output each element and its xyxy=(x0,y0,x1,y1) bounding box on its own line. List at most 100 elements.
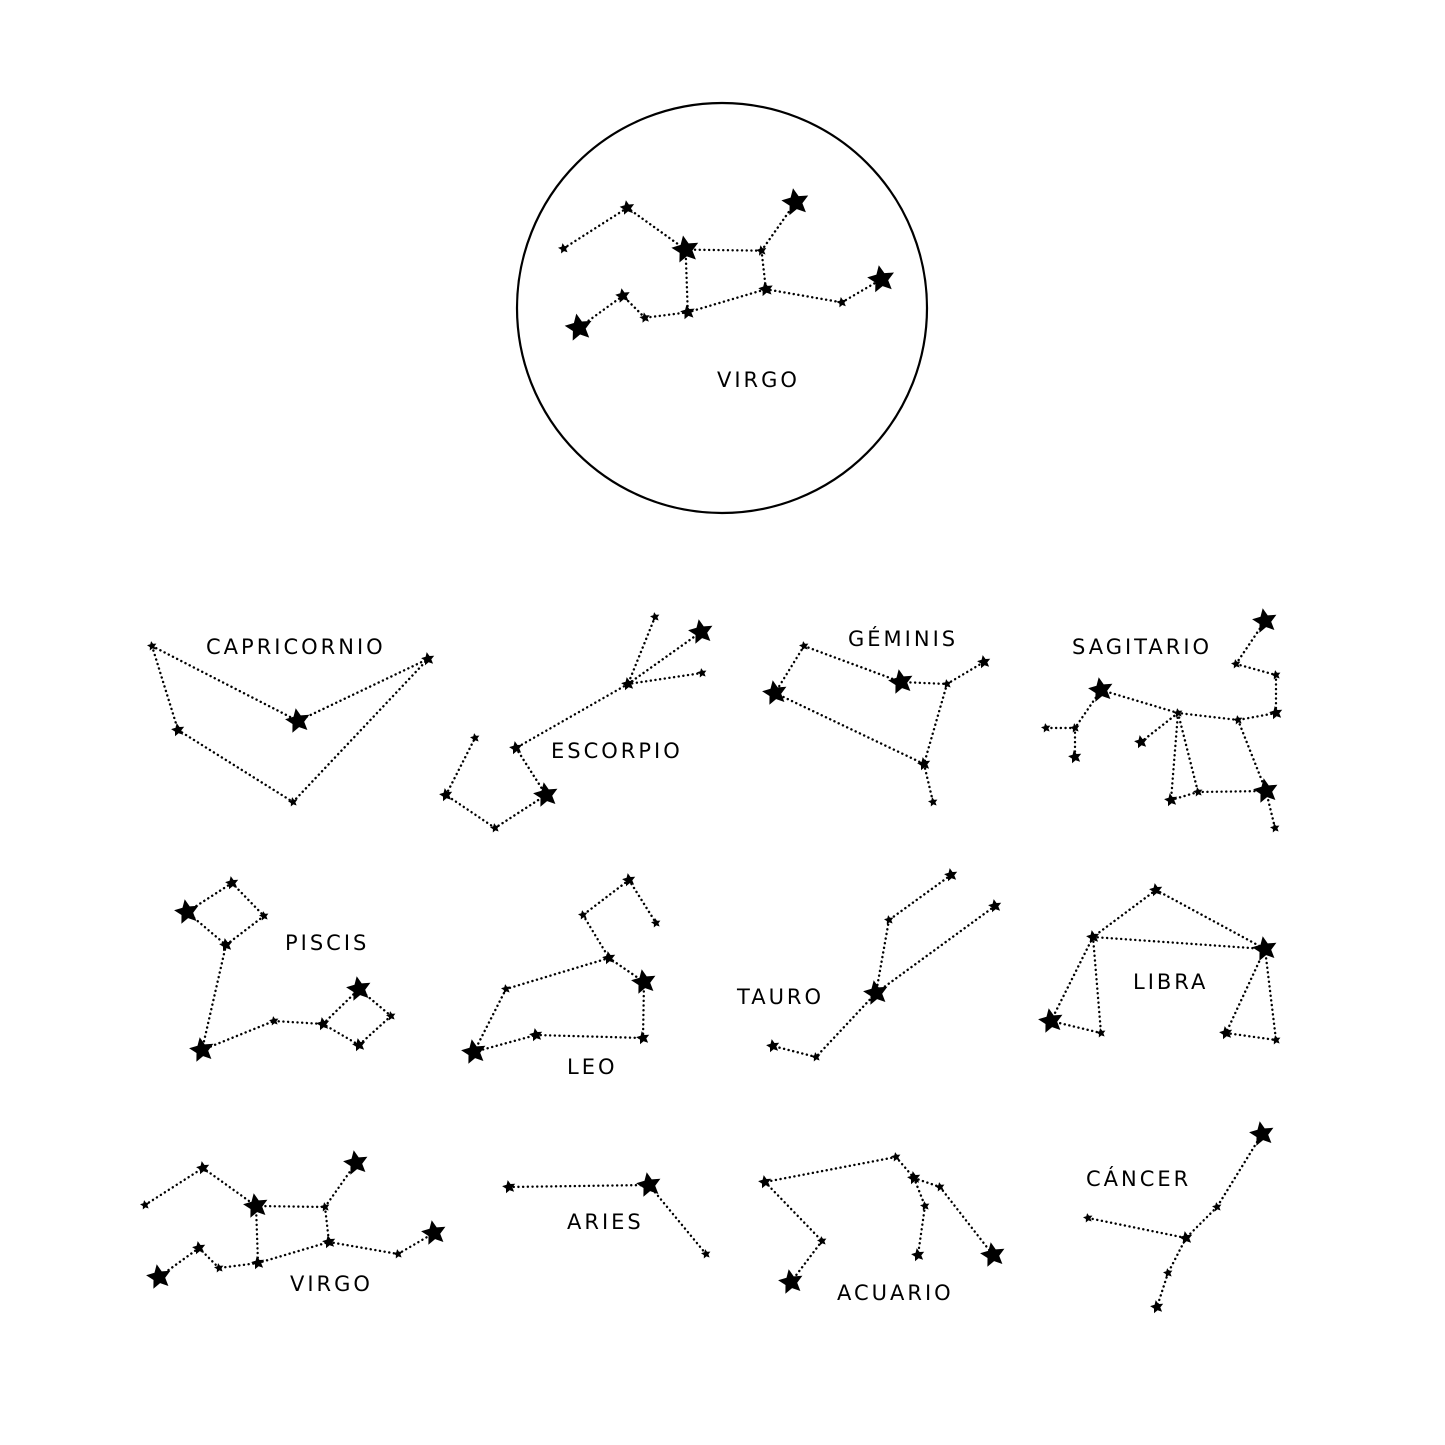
libra-link xyxy=(1049,1019,1103,1035)
piscis-link xyxy=(321,1022,361,1047)
star-icon xyxy=(1134,735,1148,749)
label-aries: ARIES xyxy=(567,1210,644,1234)
star-icon xyxy=(650,612,660,622)
leo-link xyxy=(472,987,508,1054)
star-icon xyxy=(817,1236,827,1246)
star-icon xyxy=(1253,778,1278,803)
acuario-link xyxy=(916,1204,927,1257)
piscis-link xyxy=(357,1014,393,1047)
sagitario-link xyxy=(1139,711,1180,744)
star-icon xyxy=(147,641,157,651)
star-icon xyxy=(863,980,888,1005)
star-icon xyxy=(639,312,650,323)
acuario-link xyxy=(894,1155,916,1180)
acuario-link xyxy=(938,1185,995,1257)
star-icon xyxy=(1149,883,1163,897)
star-icon xyxy=(697,668,707,678)
star-icon xyxy=(944,868,958,882)
escorpio-link xyxy=(626,615,657,686)
star-icon xyxy=(1070,723,1080,733)
star-icon xyxy=(219,938,233,952)
star-icon xyxy=(1271,1035,1281,1045)
star-icon xyxy=(636,1172,661,1197)
featured-circle-frame xyxy=(515,101,929,515)
acuario-link xyxy=(763,1180,824,1243)
leo-link xyxy=(472,1033,538,1054)
sagitario-link xyxy=(1169,711,1180,802)
geminis-link xyxy=(922,682,949,766)
escorpio-link xyxy=(444,736,477,797)
constellation-cancer xyxy=(1083,1121,1274,1314)
virgo-link xyxy=(764,288,843,304)
star-icon xyxy=(578,910,588,920)
virgo-link xyxy=(686,288,768,314)
capricornio-link xyxy=(291,657,430,804)
acuario-link xyxy=(763,1155,898,1184)
star-icon xyxy=(602,951,616,965)
constellation-piscis xyxy=(174,876,396,1062)
star-icon xyxy=(529,1028,543,1042)
escorpio-link xyxy=(626,630,703,686)
piscis-link xyxy=(230,881,266,918)
star-icon xyxy=(140,1200,150,1210)
star-icon xyxy=(316,1017,330,1031)
star-icon xyxy=(911,1248,925,1262)
label-piscis: PISCIS xyxy=(285,931,369,955)
constellation-escorpio xyxy=(439,612,713,833)
virgo-link xyxy=(643,311,689,319)
star-icon xyxy=(1270,823,1280,833)
star-icon xyxy=(421,1220,446,1245)
star-icon xyxy=(259,911,269,921)
star-icon xyxy=(320,1202,330,1212)
star-icon xyxy=(988,899,1002,913)
libra-link xyxy=(1049,935,1095,1023)
sagitario-link xyxy=(1176,711,1200,794)
star-icon xyxy=(501,984,511,994)
star-icon xyxy=(461,1039,486,1064)
star-icon xyxy=(1233,715,1243,725)
label-virgo: VIRGO xyxy=(290,1272,373,1296)
libra-link xyxy=(1224,1031,1278,1042)
constellation-aries xyxy=(502,1172,711,1259)
acuario-link xyxy=(789,1239,824,1284)
cancer-link xyxy=(1166,1236,1188,1275)
tauro-link xyxy=(874,904,997,995)
virgo-link xyxy=(323,1161,358,1209)
star-icon xyxy=(1038,1008,1063,1033)
escorpio-link xyxy=(514,682,630,750)
star-icon xyxy=(836,297,847,308)
virgo-link xyxy=(562,206,629,250)
tauro-link xyxy=(874,918,891,995)
constellation-virgo xyxy=(558,188,894,341)
star-icon xyxy=(781,188,809,216)
star-icon xyxy=(470,733,480,743)
star-icon xyxy=(680,304,695,320)
tauro-link xyxy=(887,873,953,922)
star-icon xyxy=(884,915,894,925)
star-icon xyxy=(1150,1300,1164,1314)
constellation-leo xyxy=(461,873,661,1064)
star-icon xyxy=(490,823,500,833)
star-icon xyxy=(762,680,787,705)
star-icon xyxy=(980,1242,1005,1267)
aries-link xyxy=(647,1183,708,1256)
star-icon xyxy=(352,1038,366,1052)
constellation-virgo xyxy=(140,1150,446,1289)
piscis-link xyxy=(200,943,228,1052)
sagitario-link xyxy=(1176,711,1240,722)
star-icon xyxy=(1088,677,1113,702)
star-icon xyxy=(671,235,699,263)
cancer-link xyxy=(1215,1132,1264,1209)
star-icon xyxy=(509,741,523,755)
piscis-link xyxy=(200,1019,276,1052)
virgo-link xyxy=(684,248,689,314)
star-icon xyxy=(1193,787,1203,797)
star-icon xyxy=(1068,750,1082,764)
capricornio-link xyxy=(150,644,300,723)
virgo-link xyxy=(840,278,883,304)
sagitario-link xyxy=(1236,718,1268,793)
escorpio-link xyxy=(444,793,497,830)
label-acuario: ACUARIO xyxy=(837,1281,954,1305)
star-icon xyxy=(942,679,952,689)
star-icon xyxy=(1252,936,1277,961)
